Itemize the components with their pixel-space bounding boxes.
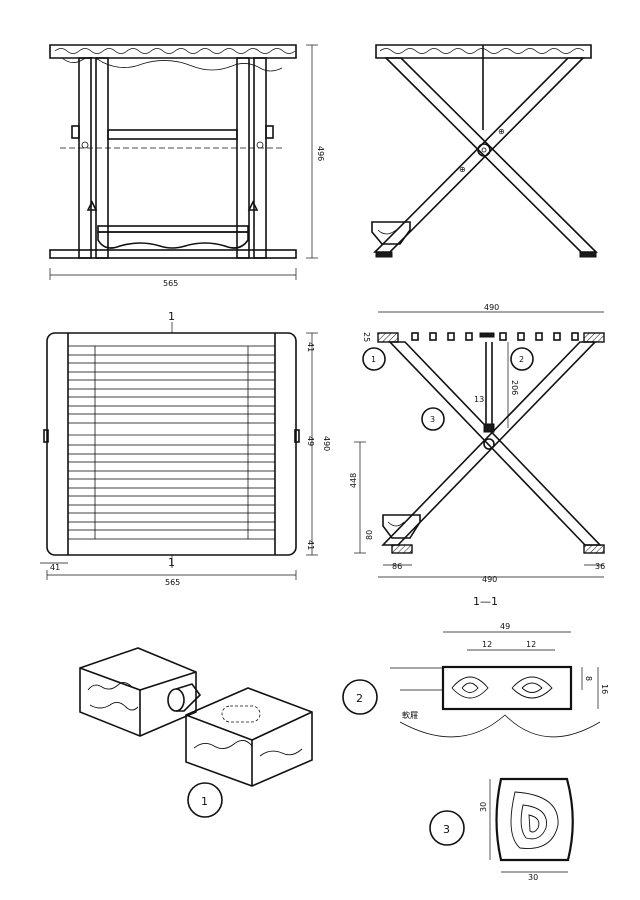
section-leg-a <box>388 341 602 546</box>
front-width-dim: 565 <box>163 279 178 288</box>
plan-section-mark-bottom: 1 <box>168 556 175 569</box>
front-view: 565 496 <box>49 44 325 288</box>
detail-2-number: 2 <box>356 692 363 705</box>
detail-2-half-dim-right: 12 <box>526 640 536 649</box>
section-title: 1—1 <box>473 595 498 608</box>
detail-3-width-dim: 30 <box>528 873 538 882</box>
front-left-outer-leg <box>78 57 92 259</box>
section-pivot-gap-dim: 13 <box>474 395 484 404</box>
section-callout-2: 2 <box>519 355 524 364</box>
section-slat-profiles <box>411 332 579 341</box>
side-top-rail <box>375 44 592 59</box>
front-footrest <box>97 231 249 249</box>
section-left-foot-dim: 86 <box>392 562 402 571</box>
detail-2-inner-dim: 8 <box>584 676 593 681</box>
section-right-foot-dim: 36 <box>595 562 605 571</box>
detail-3-section <box>495 777 574 862</box>
detail-1: 1 <box>79 647 313 818</box>
side-pivot <box>477 143 491 157</box>
plan-slats <box>67 345 276 540</box>
svg-text:⊕: ⊕ <box>498 127 505 136</box>
detail-2-width-dim: 49 <box>500 622 510 631</box>
side-view: ⊕ ⊕ <box>371 44 598 258</box>
front-middle-stretcher <box>107 129 238 140</box>
section-callout-3: 3 <box>430 415 435 424</box>
plan-outline <box>46 332 297 556</box>
plan-depth-dim: 490 <box>322 436 331 451</box>
section-top-width-dim: 490 <box>484 303 499 312</box>
plan-view: 1 1 565 41 41 49 41 490 <box>40 310 331 587</box>
front-top-rail-carving <box>54 48 296 54</box>
detail-1-number: 1 <box>201 795 208 808</box>
front-height-dim: 496 <box>316 146 325 161</box>
detail-2-half-dim-left: 12 <box>482 640 492 649</box>
detail-1-left-block <box>79 647 197 737</box>
side-leg-a <box>384 57 598 253</box>
detail-3-number: 3 <box>443 823 450 836</box>
section-foot-height-dim: 80 <box>365 530 374 540</box>
plan-right-mid-dim: 49 <box>306 436 315 446</box>
section-seat-thickness-dim: 25 <box>362 332 371 342</box>
detail-2-label: 軟屜 <box>402 710 418 720</box>
plan-left-offset-dim: 41 <box>50 563 60 572</box>
section-view: 490 25 206 13 <box>349 303 605 608</box>
plan-right-top-dim: 41 <box>306 342 315 352</box>
front-top-rail <box>49 44 297 59</box>
front-right-outer-leg <box>253 57 267 259</box>
detail-3: 3 30 30 <box>429 777 574 882</box>
plan-width-dim: 565 <box>165 578 180 587</box>
detail-1-right-block <box>185 687 313 787</box>
detail-3-height-dim: 30 <box>479 802 488 812</box>
detail-2: 2 49 12 12 8 16 軟屜 <box>342 622 609 738</box>
section-lower-height-dim: 448 <box>349 473 358 488</box>
detail-2-height-dim: 16 <box>600 684 609 694</box>
plan-right-bottom-dim: 41 <box>306 540 315 550</box>
plan-section-mark-top: 1 <box>168 310 175 323</box>
svg-text:⊕: ⊕ <box>459 165 466 174</box>
section-upper-leg-dim: 206 <box>510 380 519 395</box>
detail-2-section <box>441 665 573 711</box>
section-bottom-width-dim: 490 <box>482 575 497 584</box>
section-callout-1: 1 <box>371 355 376 364</box>
front-base-rail <box>49 249 297 259</box>
